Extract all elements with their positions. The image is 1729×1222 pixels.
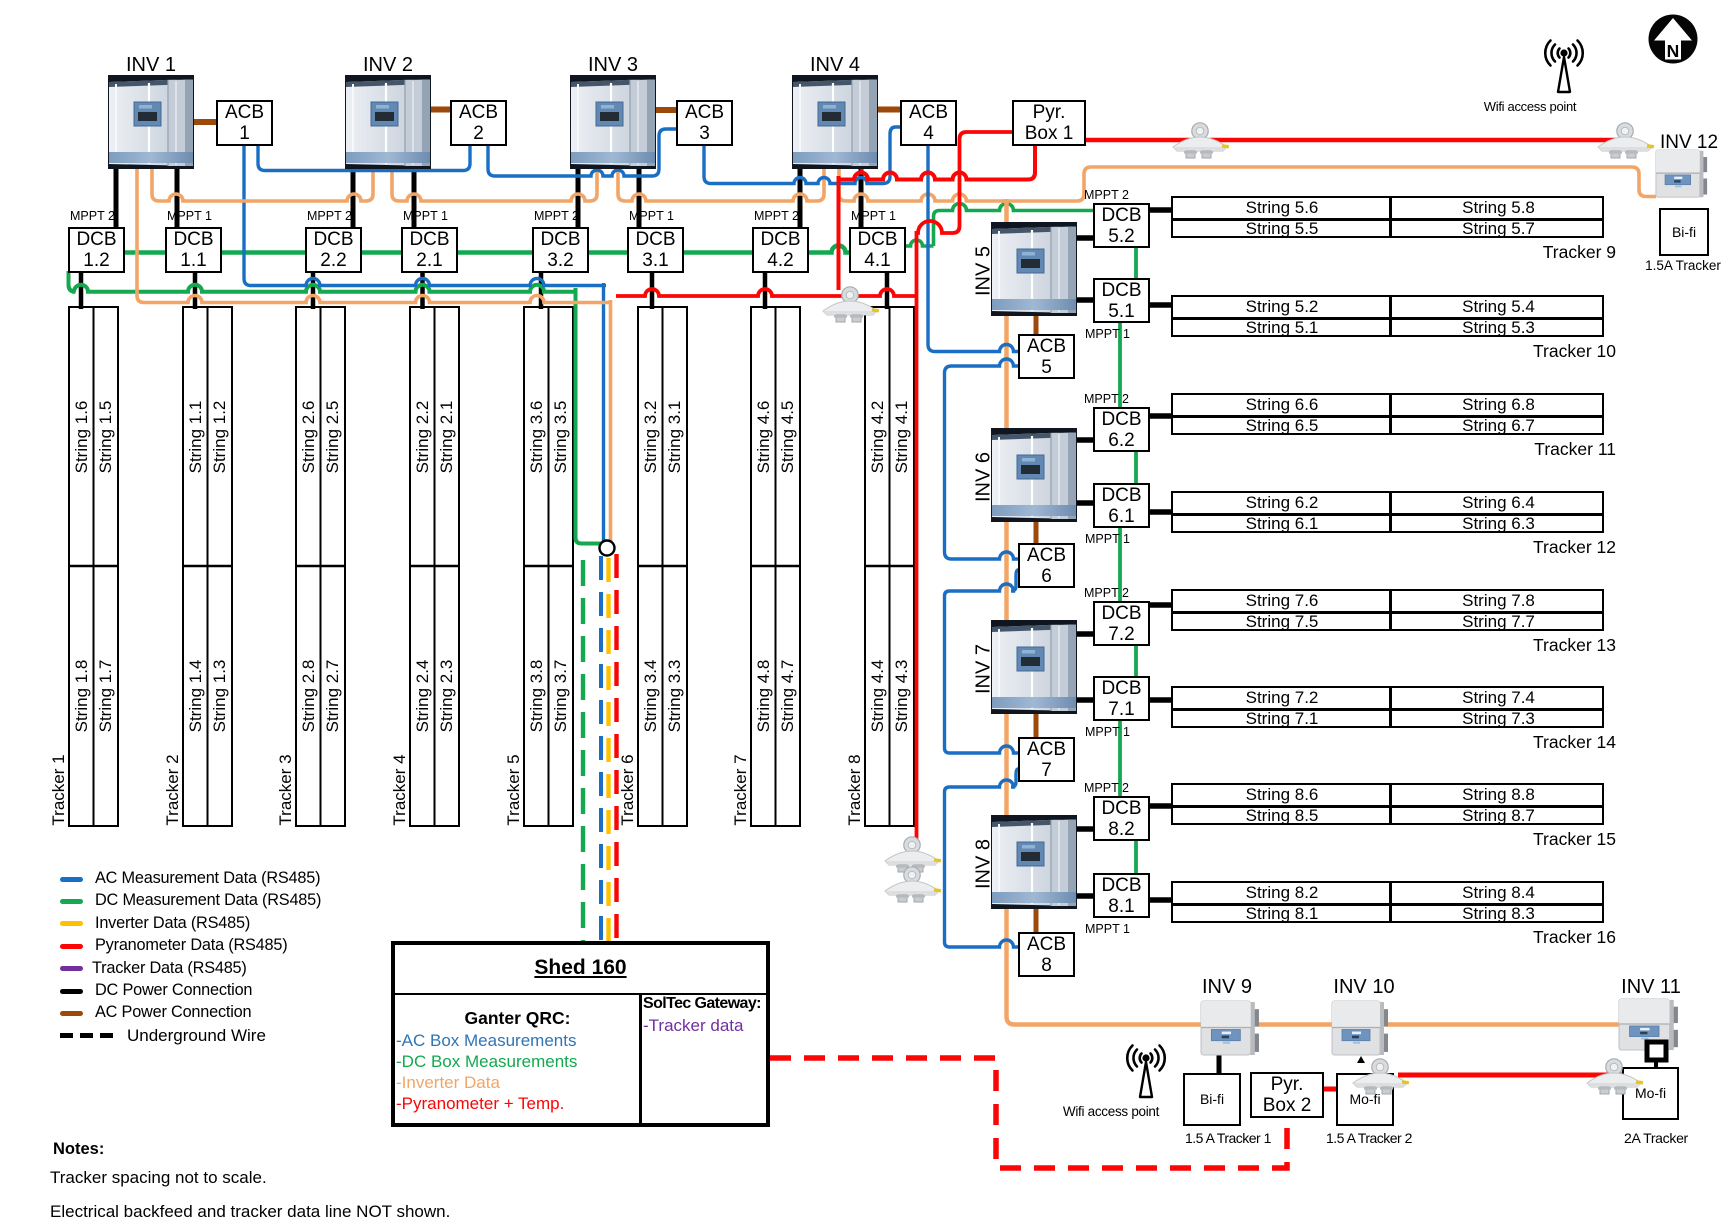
svg-text:N: N (1667, 41, 1680, 61)
